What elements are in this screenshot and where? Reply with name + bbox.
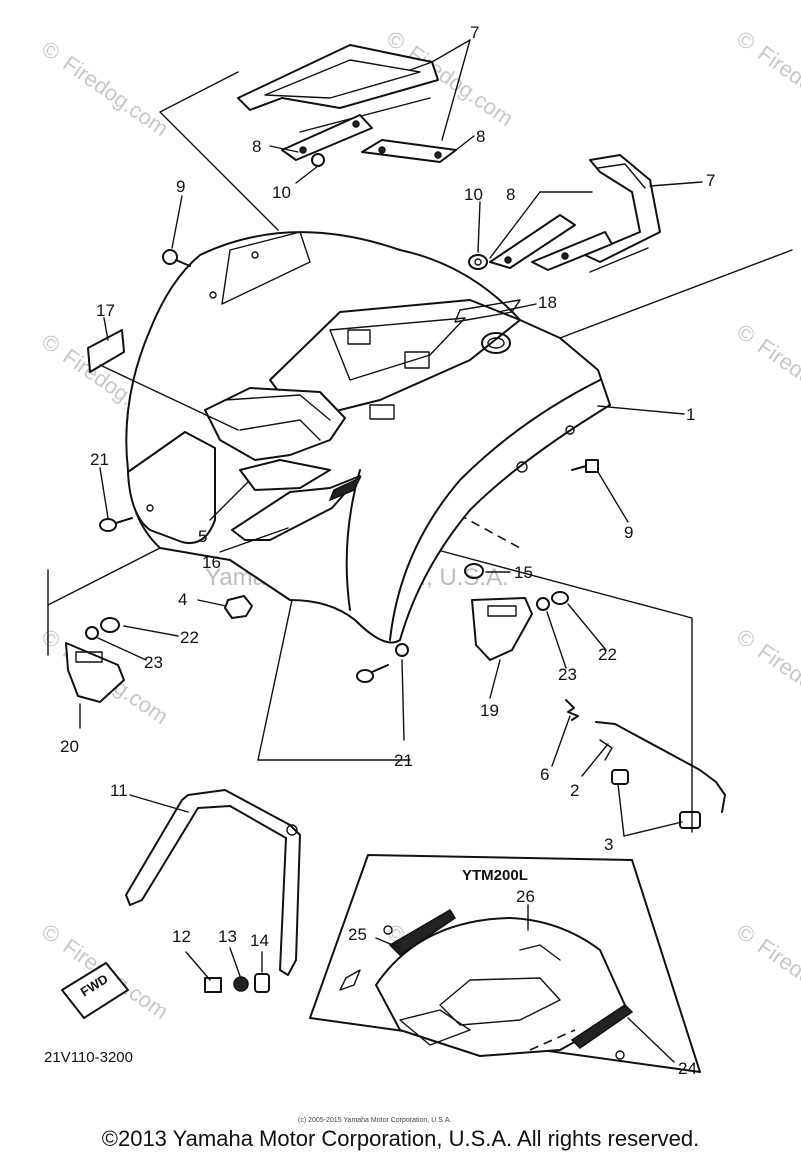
watermark-copyright-symbol: © <box>37 919 65 949</box>
spring-part-6 <box>565 699 579 721</box>
bolt-part-21-right <box>356 643 409 683</box>
nut-part-10-upper <box>311 153 325 167</box>
callout-17: 17 <box>96 301 115 320</box>
rod-part-2 <box>595 721 726 813</box>
watermark-copyright-symbol: © <box>37 36 65 66</box>
washer-part-13 <box>233 976 249 992</box>
watermark-copyright-symbol: © <box>37 624 65 654</box>
callout-8-left: 8 <box>252 137 261 156</box>
mud-guard-part-16 <box>231 475 362 541</box>
inset-rail-part-24 <box>570 1004 634 1049</box>
watermark-brand: Firedog.com <box>753 639 801 730</box>
callout-22-left: 22 <box>180 628 199 647</box>
callout-26: 26 <box>516 887 535 906</box>
callout-15: 15 <box>514 563 533 582</box>
callout-9-right: 9 <box>624 523 633 542</box>
watermark-copyright-symbol: © <box>37 329 65 359</box>
clip-part-3 <box>611 769 701 829</box>
callout-20: 20 <box>60 737 79 756</box>
bolt-part-9-right <box>571 459 599 473</box>
callout-2: 2 <box>570 781 579 800</box>
callout-23-left: 23 <box>144 653 163 672</box>
callout-7-upper: 7 <box>470 23 479 42</box>
washer-part-23-right <box>536 597 550 611</box>
grommet-part-15 <box>464 563 484 579</box>
callout-23-right: 23 <box>558 665 577 684</box>
plate-part-8-a <box>281 114 373 161</box>
fender-reflector-slot <box>454 299 521 323</box>
leader-lines <box>79 39 703 1063</box>
callout-14: 14 <box>250 931 269 950</box>
callout-4: 4 <box>178 590 187 609</box>
bolt-part-12 <box>204 977 222 993</box>
washer-part-23-left <box>85 626 99 640</box>
inset-rail-part-25 <box>388 908 457 956</box>
callout-numbers: 7 8 8 10 10 8 7 9 17 18 1 21 9 5 16 4 15… <box>60 23 715 1078</box>
callout-11: 11 <box>110 781 128 800</box>
bolt-part-21-left <box>99 517 133 532</box>
watermark-brand: Firedog.com <box>753 934 801 1025</box>
stay-part-7-upper <box>237 44 439 111</box>
callout-21-right: 21 <box>394 751 413 770</box>
callout-9-upper: 9 <box>176 177 185 196</box>
watermark-copyright-symbol: © <box>732 319 760 349</box>
callout-13: 13 <box>218 927 237 946</box>
fender-cap <box>481 332 511 354</box>
diagram-code: 21V110-3200 <box>44 1049 133 1066</box>
watermark-copyright-symbol: © <box>382 26 410 56</box>
callout-3: 3 <box>604 835 613 854</box>
callout-6: 6 <box>540 765 549 784</box>
watermark-brand: Firedog.com <box>753 41 801 132</box>
bracket-part-19 <box>471 597 533 661</box>
ytm200l-inset: YTM200L <box>309 854 701 1073</box>
copyright-footer: ©2013 Yamaha Motor Corporation, U.S.A. A… <box>101 1126 700 1151</box>
callout-10-upper: 10 <box>272 183 291 202</box>
bolt-part-9-upper <box>162 249 191 267</box>
callout-24: 24 <box>678 1059 697 1078</box>
callout-25: 25 <box>348 925 367 944</box>
nut-part-22-right <box>551 591 569 605</box>
callout-18: 18 <box>538 293 557 312</box>
stay-part-7-right <box>584 154 661 263</box>
callout-22-right: 22 <box>598 645 617 664</box>
inset-model-label: YTM200L <box>462 867 528 884</box>
plate-part-8-c <box>489 214 576 269</box>
callout-8-right: 8 <box>476 127 485 146</box>
callout-19: 19 <box>480 701 499 720</box>
callout-1: 1 <box>686 405 695 424</box>
callout-16: 16 <box>202 553 221 572</box>
callout-7-right: 7 <box>706 171 715 190</box>
callout-12: 12 <box>172 927 191 946</box>
plate-part-8-d <box>531 231 613 271</box>
watermark-copyright-symbol: © <box>732 919 760 949</box>
watermark-brand: Firedog.com <box>753 334 801 425</box>
reflector-part-17 <box>87 329 125 373</box>
watermark-brand: Firedog.com <box>58 51 173 142</box>
callout-8-far-right: 8 <box>506 185 515 204</box>
inset-frame <box>309 854 701 1073</box>
forward-direction-arrow: FWD <box>61 962 129 1019</box>
plate-part-8-b <box>361 139 457 163</box>
nut-part-10-right <box>468 254 488 270</box>
mud-flap-part-5 <box>127 431 216 544</box>
watermark-copyright-symbol: © <box>732 624 760 654</box>
watermark-copyright-symbol: © <box>732 26 760 56</box>
nut-part-22-left <box>100 617 120 633</box>
bracket-part-20 <box>65 642 125 703</box>
callout-5: 5 <box>198 527 207 546</box>
collar-part-14 <box>254 973 270 993</box>
callout-21-left: 21 <box>90 450 109 469</box>
small-copyright: (c) 2005-2015 Yamaha Motor Corporation, … <box>298 1117 451 1124</box>
stay-part-11 <box>125 789 301 976</box>
callout-10-right: 10 <box>464 185 483 204</box>
nut-part-4 <box>224 595 253 619</box>
